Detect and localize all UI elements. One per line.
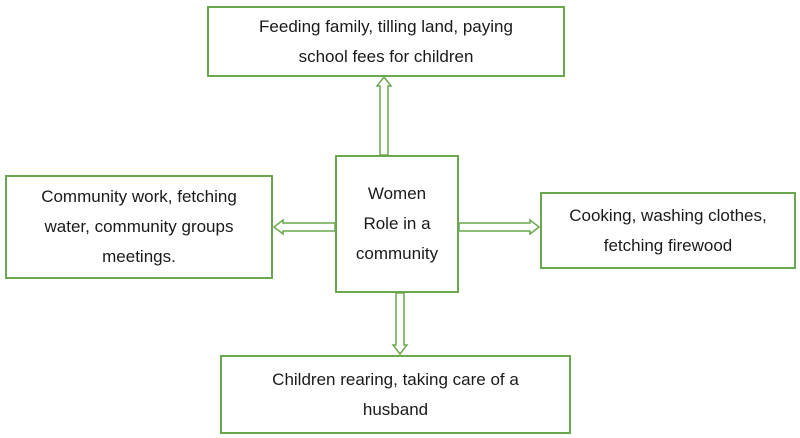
bottom-box: Children rearing, taking care of a husba… bbox=[220, 355, 571, 434]
top-box: Feeding family, tilling land, paying sch… bbox=[207, 6, 565, 77]
left-box-text: Community work, fetching water, communit… bbox=[41, 182, 237, 272]
left-box-line: water, community groups bbox=[44, 217, 234, 236]
top-box-text: Feeding family, tilling land, paying sch… bbox=[259, 12, 513, 72]
right-box-text: Cooking, washing clothes, fetching firew… bbox=[569, 201, 767, 261]
right-box-line: fetching firewood bbox=[603, 235, 733, 255]
right-box: Cooking, washing clothes, fetching firew… bbox=[540, 192, 796, 269]
center-box: Women Role in a community bbox=[335, 155, 459, 293]
arrow-down bbox=[391, 292, 409, 356]
arrow-up bbox=[375, 75, 393, 156]
arrow-left bbox=[272, 218, 336, 236]
center-box-line: community bbox=[355, 244, 439, 263]
left-box-line: Community work, fetching bbox=[41, 187, 237, 206]
top-box-line: school fees for children bbox=[298, 46, 474, 66]
right-box-line: Cooking, washing clothes, bbox=[569, 205, 767, 225]
center-box-line: Women bbox=[367, 184, 427, 203]
arrow-right bbox=[458, 218, 541, 236]
left-box-line: meetings. bbox=[102, 247, 176, 266]
center-box-line: Role in a bbox=[363, 214, 431, 233]
bottom-box-line: husband bbox=[362, 399, 429, 419]
bottom-box-text: Children rearing, taking care of a husba… bbox=[272, 365, 519, 425]
left-box: Community work, fetching water, communit… bbox=[5, 175, 273, 279]
bottom-box-line: Children rearing, taking care of a bbox=[272, 369, 519, 389]
top-box-line: Feeding family, tilling land, paying bbox=[259, 16, 513, 36]
center-box-text: Women Role in a community bbox=[356, 179, 438, 269]
